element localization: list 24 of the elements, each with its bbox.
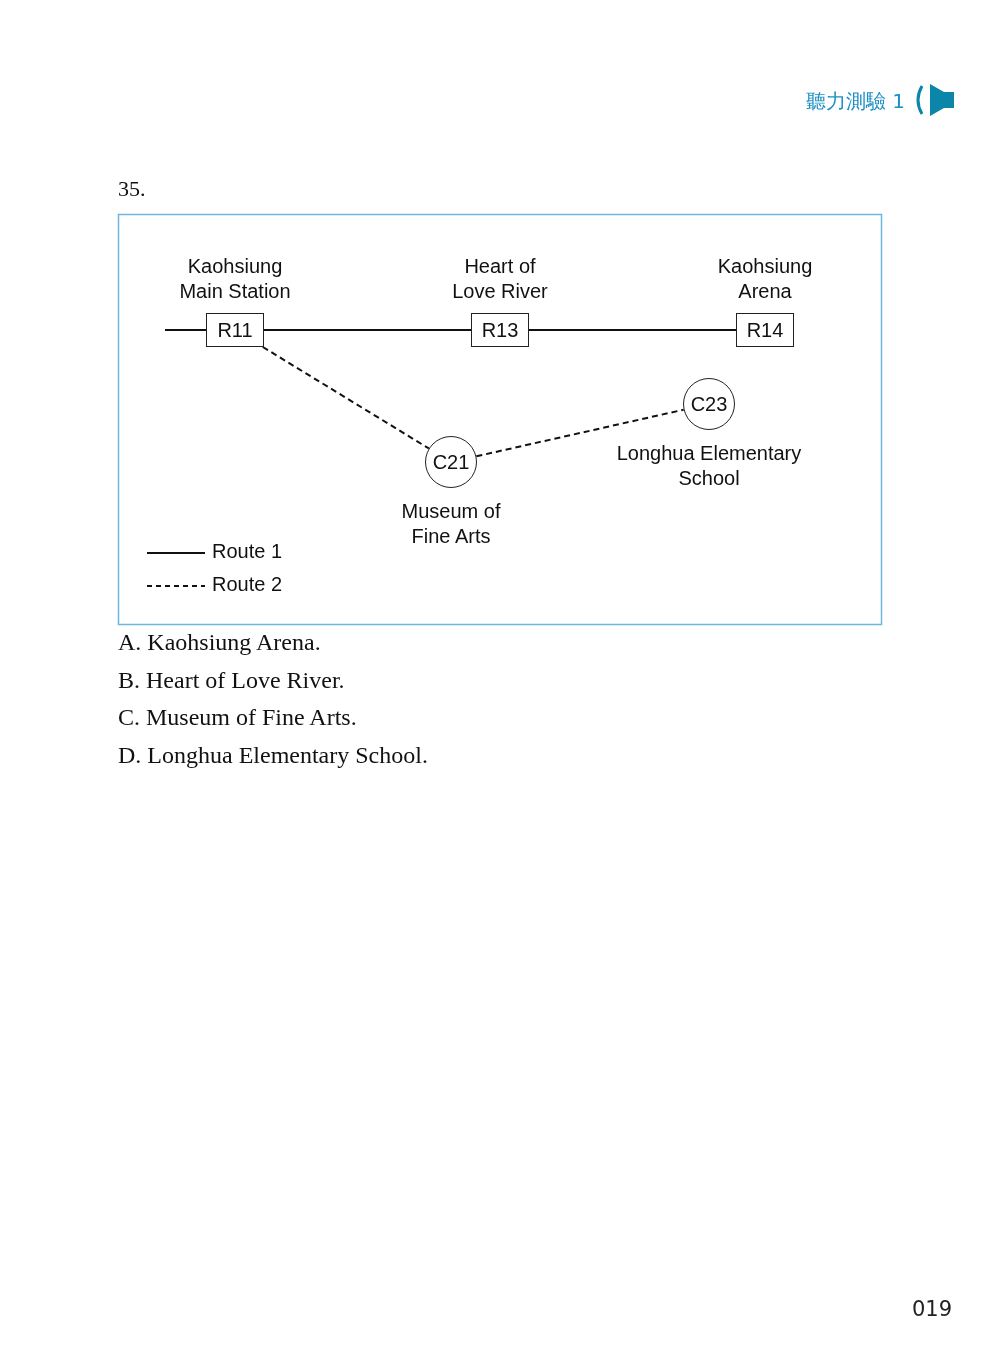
station-name: Kaohsiung Main Station xyxy=(178,254,292,304)
station-name: Heart of Love River xyxy=(451,254,549,304)
page-number: 019 xyxy=(911,1297,952,1321)
station-box: R14 xyxy=(736,313,794,347)
legend-label: Route 1 xyxy=(212,540,283,563)
station-box: R11 xyxy=(206,313,264,347)
legend-label: Route 2 xyxy=(212,573,283,596)
station-circle: C23 xyxy=(683,378,735,430)
route-line xyxy=(528,329,737,331)
answer-option: C. Museum of Fine Arts. xyxy=(118,704,357,731)
station-circle: C21 xyxy=(425,436,477,488)
question-number: 35. xyxy=(118,176,146,202)
station-box: R13 xyxy=(471,313,529,347)
station-name: Longhua Elementary School xyxy=(615,441,803,491)
dashed-route-line xyxy=(261,346,430,450)
dashed-route-line xyxy=(475,408,685,458)
section-heading: 聽力測驗 1 xyxy=(805,88,905,115)
station-name: Museum of Fine Arts xyxy=(400,499,502,549)
answer-option: A. Kaohsiung Arena. xyxy=(118,629,321,656)
route-line xyxy=(164,329,207,331)
route-line xyxy=(263,329,472,331)
answer-option: D. Longhua Elementary School. xyxy=(118,742,428,769)
answer-option: B. Heart of Love River. xyxy=(118,667,345,694)
station-name: Kaohsiung Arena xyxy=(716,254,814,304)
